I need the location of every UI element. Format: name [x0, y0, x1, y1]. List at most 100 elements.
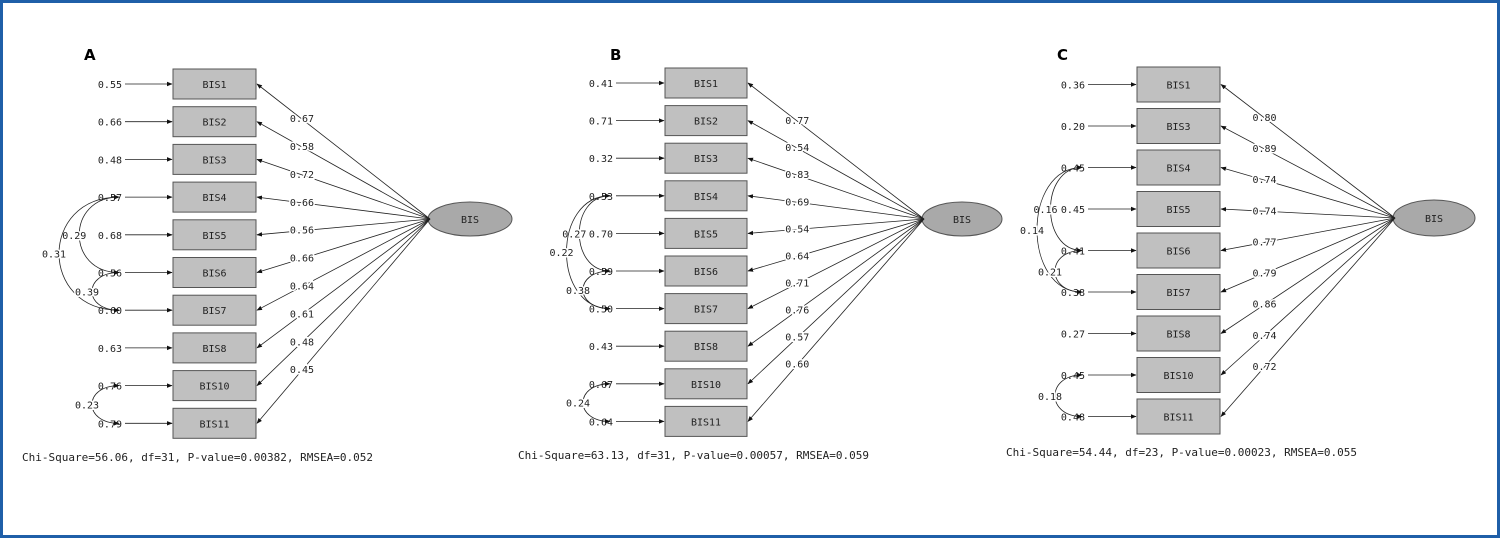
indicator-box: [172, 370, 257, 402]
indicator-box: [172, 294, 257, 326]
covariance-label: 0.38: [566, 286, 590, 297]
error-variance-label: 0.41: [589, 79, 613, 90]
indicator-box: [172, 257, 257, 288]
indicator-label: BIS4: [694, 192, 718, 203]
indicator-box: [172, 143, 257, 175]
error-variance-label: 0.43: [589, 342, 613, 353]
error-covariance-curve: [91, 270, 120, 313]
indicator-box: [664, 255, 748, 287]
indicator-label: BIS6: [1166, 247, 1190, 258]
factor-loading-label: 0.79: [1252, 269, 1276, 280]
indicator-box: [1136, 66, 1221, 103]
indicator-box: [664, 330, 748, 362]
indicator-label: BIS7: [1166, 288, 1190, 299]
loading-path: [747, 218, 925, 236]
indicator-label: BIS1: [694, 79, 718, 90]
error-covariance-curve: [1054, 248, 1083, 295]
indicator-box: [664, 293, 748, 325]
error-variance-label: 0.68: [98, 231, 122, 242]
panel-a: ABISBIS10.550.67BIS20.660.58BIS30.480.72…: [22, 46, 513, 464]
error-covariance-curve: [1036, 165, 1083, 295]
loading-path: [747, 157, 925, 220]
factor-loading-label: 0.89: [1252, 144, 1276, 155]
loading-path: [747, 218, 925, 272]
indicator-label: BIS7: [202, 306, 226, 317]
indicator-box: [172, 106, 257, 138]
factor-loading-label: 0.54: [785, 143, 809, 154]
indicator-label: BIS3: [202, 155, 226, 166]
factor-loading-label: 0.83: [785, 170, 809, 181]
factor-loading-label: 0.77: [1252, 237, 1276, 248]
factor-loading-label: 0.64: [785, 251, 809, 262]
covariance-label: 0.22: [549, 248, 573, 259]
covariance-label: 0.14: [1020, 226, 1044, 237]
covariance-label: 0.21: [1038, 267, 1062, 278]
loading-path: [256, 121, 431, 220]
loading-path: [1220, 125, 1396, 219]
loading-path: [1220, 207, 1396, 219]
indicator-label: BIS6: [694, 267, 718, 278]
error-variance-label: 0.20: [1061, 122, 1085, 133]
error-variance-label: 0.38: [1061, 288, 1085, 299]
indicator-label: BIS11: [691, 417, 721, 428]
error-variance-label: 0.56: [98, 269, 122, 280]
error-variance-label: 0.59: [589, 267, 613, 278]
error-variance-label: 0.79: [98, 419, 122, 430]
error-variance-label: 0.45: [1061, 205, 1085, 216]
loading-path: [256, 218, 431, 311]
indicator-box: [172, 407, 257, 439]
error-variance-label: 0.45: [1061, 371, 1085, 382]
factor-loading-label: 0.71: [785, 279, 809, 290]
indicator-box: [664, 105, 748, 137]
indicator-box: [664, 217, 748, 249]
factor-loading-label: 0.66: [290, 198, 314, 209]
factor-loading-label: 0.60: [785, 360, 809, 371]
loading-path: [1220, 217, 1396, 293]
error-covariance-curve: [58, 194, 120, 313]
panel-letter: A: [84, 46, 96, 64]
indicator-box: [1136, 315, 1221, 352]
indicator-label: BIS6: [202, 269, 226, 280]
factor-loading-label: 0.80: [1252, 113, 1276, 124]
loading-path: [747, 194, 925, 220]
error-variance-label: 0.55: [98, 80, 122, 91]
indicator-label: BIS11: [1163, 413, 1193, 424]
loading-path: [747, 120, 925, 220]
indicator-label: BIS8: [202, 344, 226, 355]
indicator-label: BIS11: [199, 419, 229, 430]
factor-loading-label: 0.74: [1252, 206, 1276, 217]
factor-loading-label: 0.64: [290, 281, 314, 292]
loading-path: [747, 218, 925, 422]
factor-loading-label: 0.76: [785, 306, 809, 317]
error-variance-label: 0.67: [589, 380, 613, 391]
loading-path: [1220, 217, 1396, 252]
error-variance-label: 0.64: [589, 417, 613, 428]
indicator-label: BIS10: [691, 380, 721, 391]
indicator-label: BIS2: [202, 118, 226, 129]
error-variance-label: 0.57: [98, 193, 122, 204]
error-covariance-curve: [78, 194, 120, 275]
error-covariance-curve: [582, 381, 611, 424]
error-variance-label: 0.60: [98, 306, 122, 317]
covariance-label: 0.29: [62, 231, 86, 242]
latent-factor-label: BIS: [461, 215, 479, 226]
indicator-box: [1136, 398, 1221, 435]
loading-path: [256, 158, 431, 220]
error-variance-label: 0.36: [1061, 81, 1085, 92]
factor-loading-label: 0.56: [290, 226, 314, 237]
factor-loading-label: 0.45: [290, 365, 314, 376]
factor-loading-label: 0.69: [785, 197, 809, 208]
factor-loading-label: 0.72: [290, 170, 314, 181]
loading-path: [256, 195, 431, 220]
indicator-label: BIS10: [199, 382, 229, 393]
indicator-label: BIS4: [202, 193, 226, 204]
indicator-label: BIS3: [1166, 122, 1190, 133]
error-variance-label: 0.63: [98, 344, 122, 355]
loading-path: [1220, 84, 1396, 219]
covariance-label: 0.39: [75, 287, 99, 298]
fit-statistics: Chi-Square=56.06, df=31, P-value=0.00382…: [22, 451, 373, 464]
fit-statistics: Chi-Square=63.13, df=31, P-value=0.00057…: [518, 449, 869, 462]
indicator-box: [1136, 191, 1221, 227]
loading-path: [1220, 217, 1396, 376]
